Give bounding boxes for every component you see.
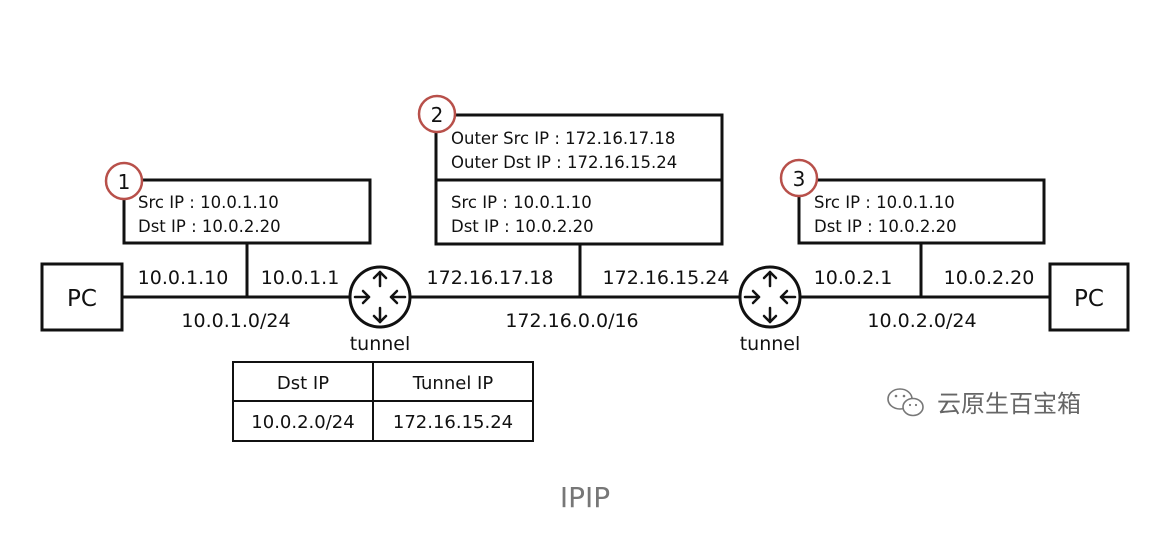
pc-right-label: PC xyxy=(1074,286,1104,312)
subnet-left: 10.0.1.0/24 xyxy=(181,310,290,332)
pc-left-label: PC xyxy=(67,286,97,312)
router-right-wan-ip: 172.16.15.24 xyxy=(603,267,730,289)
router-right-lan-ip: 10.0.2.1 xyxy=(814,267,893,289)
router-icon xyxy=(738,265,802,329)
packet-3-badge xyxy=(779,158,819,198)
packet-3-dst: Dst IP : 10.0.2.20 xyxy=(814,217,957,236)
packet-1-box xyxy=(122,178,372,245)
packet-1-number: 1 xyxy=(118,170,131,194)
packet-2-outer-src: Outer Src IP : 172.16.17.18 xyxy=(451,129,675,148)
packet-1: Src IP : 10.0.1.10 Dst IP : 10.0.2.20 1 xyxy=(104,161,372,245)
route-table-header-dst: Dst IP xyxy=(277,373,329,394)
packet-3-src: Src IP : 10.0.1.10 xyxy=(814,193,955,212)
watermark-text: 云原生百宝箱 xyxy=(937,390,1081,418)
packet-1-dst: Dst IP : 10.0.2.20 xyxy=(138,217,281,236)
packet-2-outer-dst: Outer Dst IP : 172.16.15.24 xyxy=(451,153,677,172)
router-left-label: tunnel xyxy=(350,333,411,355)
packet-2-number: 2 xyxy=(431,103,444,127)
pc-left: PC xyxy=(40,262,124,332)
router-icon xyxy=(348,265,412,329)
figure-caption: IPIP xyxy=(560,481,610,514)
route-table-row-dst: 10.0.2.0/24 xyxy=(251,412,354,433)
packet-1-src: Src IP : 10.0.1.10 xyxy=(138,193,279,212)
packet-3-number: 3 xyxy=(793,167,806,191)
router-left: tunnel xyxy=(348,265,412,355)
pc-right-ip: 10.0.2.20 xyxy=(944,267,1035,289)
router-left-lan-ip: 10.0.1.1 xyxy=(261,267,340,289)
packet-1-badge xyxy=(104,161,144,201)
pc-right: PC xyxy=(1048,262,1130,332)
route-table-header-tunnel: Tunnel IP xyxy=(412,373,494,394)
packet-2-src: Src IP : 10.0.1.10 xyxy=(451,193,592,212)
subnet-middle: 172.16.0.0/16 xyxy=(505,310,638,332)
network-links xyxy=(122,243,1050,299)
packet-3-box xyxy=(797,178,1046,245)
packet-2: Outer Src IP : 172.16.17.18 Outer Dst IP… xyxy=(417,94,724,246)
router-right-label: tunnel xyxy=(740,333,801,355)
router-right: tunnel xyxy=(738,265,802,355)
interface-labels: 10.0.1.10 10.0.1.1 172.16.17.18 172.16.1… xyxy=(138,267,1035,289)
packet-3: Src IP : 10.0.1.10 Dst IP : 10.0.2.20 3 xyxy=(779,158,1046,245)
subnet-labels: 10.0.1.0/24 172.16.0.0/16 10.0.2.0/24 xyxy=(181,310,976,332)
packet-2-badge xyxy=(417,94,457,134)
route-table: Dst IP Tunnel IP 10.0.2.0/24 172.16.15.2… xyxy=(232,361,534,442)
route-table-row-tunnel: 172.16.15.24 xyxy=(393,412,513,433)
pc-left-ip: 10.0.1.10 xyxy=(138,267,229,289)
subnet-right: 10.0.2.0/24 xyxy=(867,310,976,332)
router-left-wan-ip: 172.16.17.18 xyxy=(427,267,554,289)
wechat-icon xyxy=(887,388,924,417)
packet-2-dst: Dst IP : 10.0.2.20 xyxy=(451,217,594,236)
watermark: 云原生百宝箱 xyxy=(887,388,1081,418)
